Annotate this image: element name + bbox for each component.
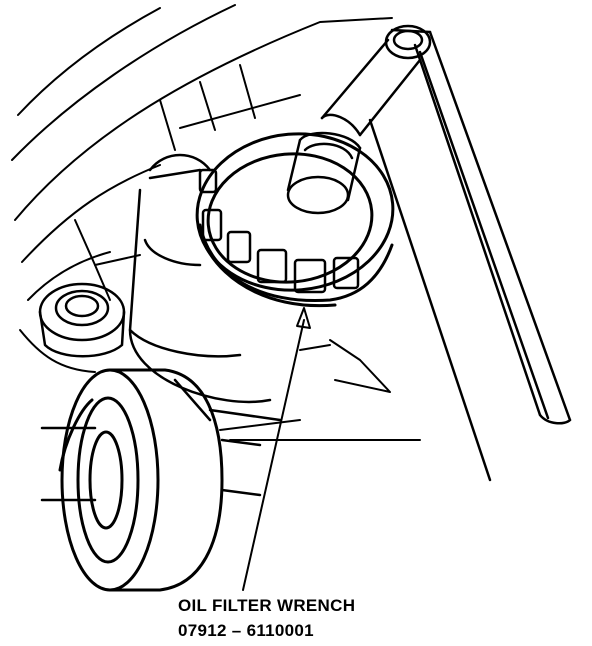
bolt-boss [38,282,126,358]
crank-pulley [58,368,224,592]
wrench-flutes [198,168,360,294]
callout-leader [242,307,311,591]
tool-name-label: OIL FILTER WRENCH [178,596,356,615]
oil-filter [128,153,282,422]
pulley-shaft [40,426,262,502]
wrench-handle [368,28,572,482]
ratchet-extension-bar [320,24,432,137]
square-drive-adapter [286,131,362,215]
engine-block-contours [11,4,421,441]
part-number-label: 07912 – 6110001 [178,621,314,640]
